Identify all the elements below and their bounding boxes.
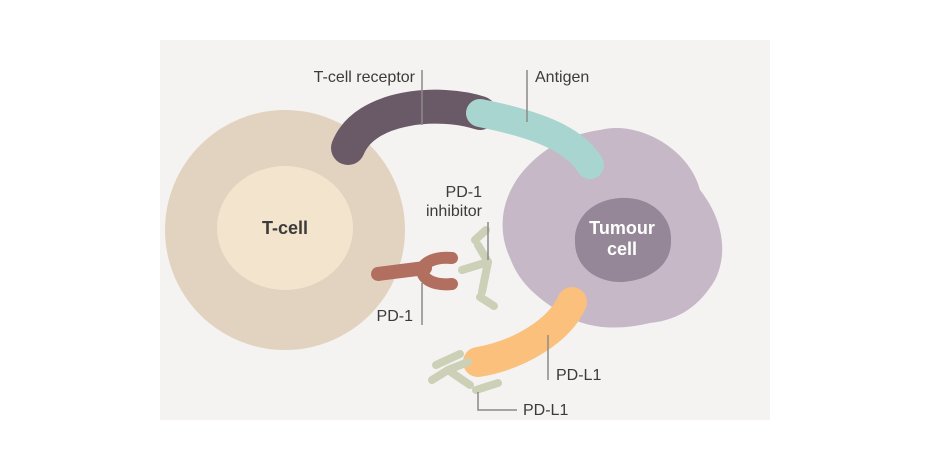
pdl1-shape: [463, 287, 587, 377]
antigen-label: Antigen: [535, 69, 589, 86]
pdl1-antibody-leader: [477, 392, 517, 411]
t-cell-nucleus: [217, 166, 353, 290]
pdl1-antibody-label: PD-L1: [523, 402, 568, 419]
antigen-shape: [466, 99, 604, 179]
pdl1-antibody: [428, 350, 502, 394]
pdl1-receptor-label: PD-L1: [556, 367, 601, 384]
t-cell-receptor-shape: [331, 89, 497, 165]
t-cell-receptor-label: T-cell receptor: [314, 69, 416, 86]
tumour-nucleus: [574, 197, 672, 283]
pd1-inhibitor-label-line1: PD-1: [446, 184, 483, 201]
t-cell-label: T-cell: [262, 218, 308, 238]
tumour-cell-label-line1: Tumour: [589, 218, 655, 238]
tumour-cell-label-line2: cell: [607, 239, 637, 259]
pd1-receptor-arms: [415, 251, 458, 291]
pd1-label: PD-1: [377, 308, 414, 325]
pd1-inhibitor-label-line2: inhibitor: [426, 203, 483, 220]
pd1-inhibitor-antibody: [458, 226, 498, 310]
